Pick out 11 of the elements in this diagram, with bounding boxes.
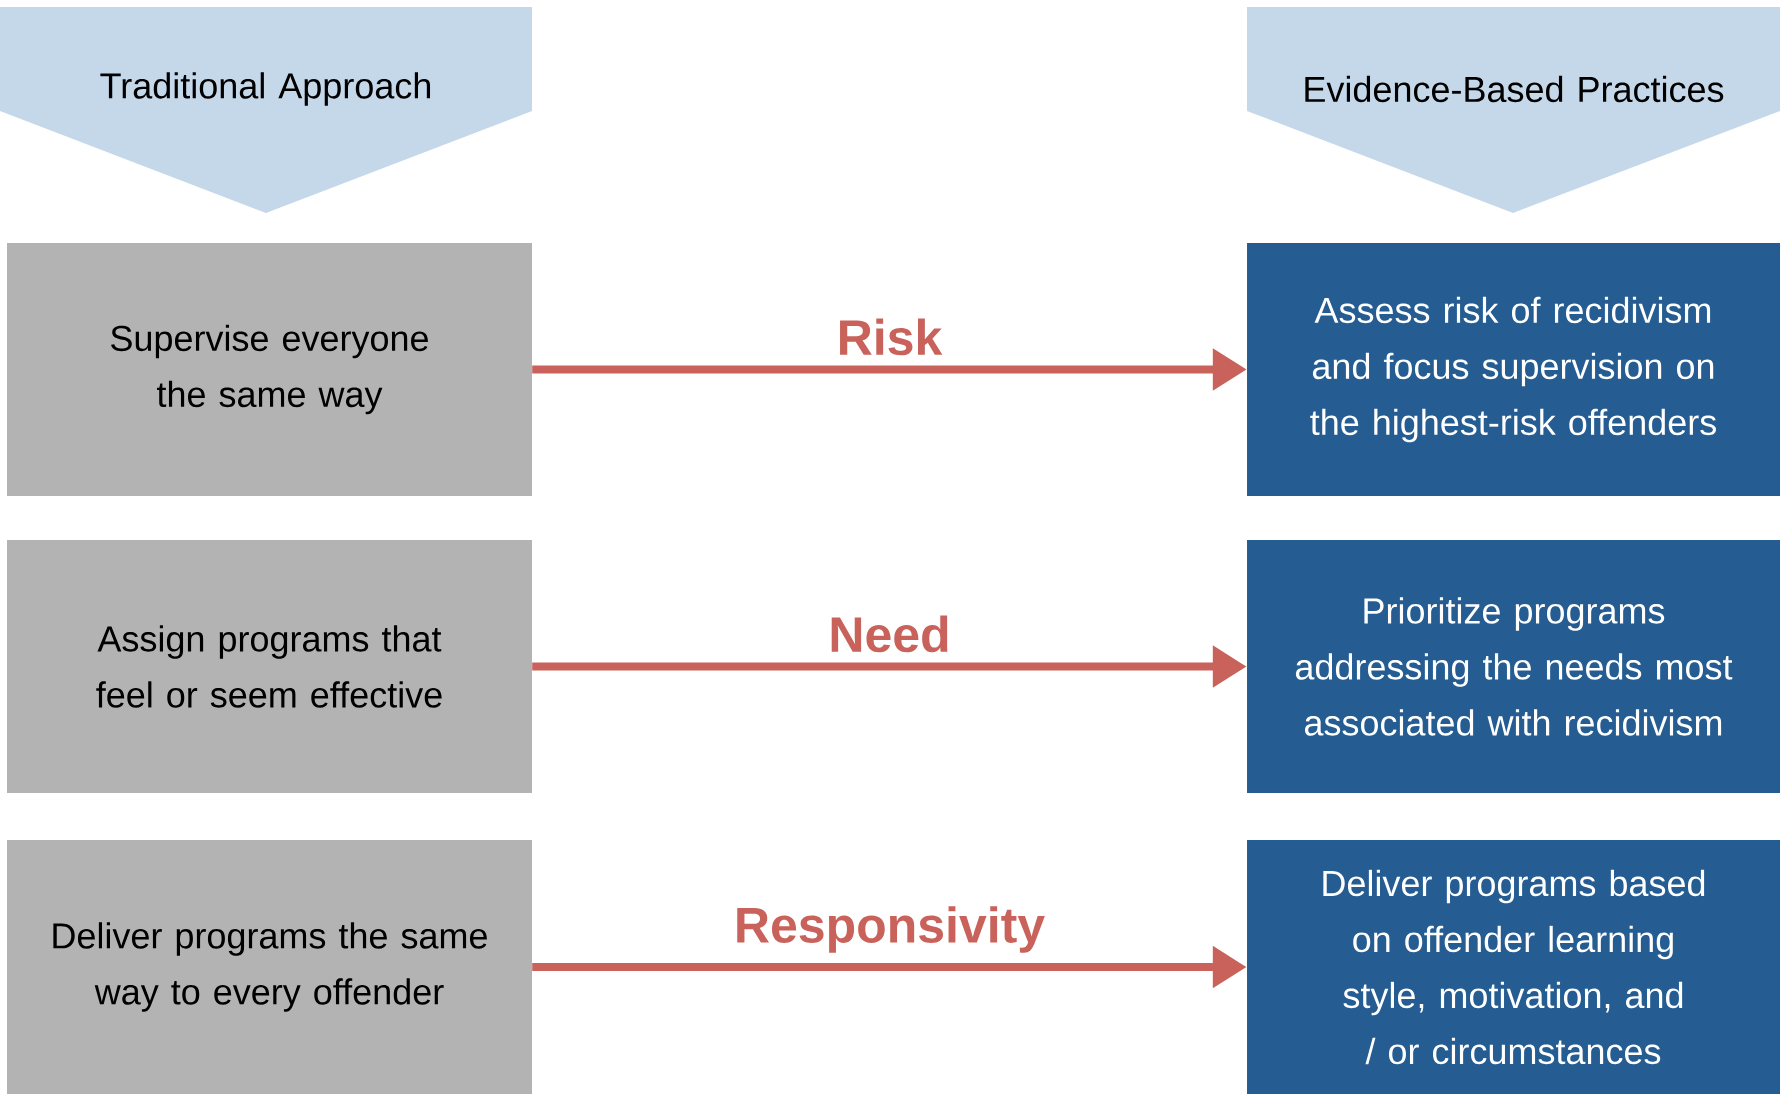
edge-label: Need [831, 615, 948, 653]
edge-label: Risk [840, 318, 943, 356]
header-chevron: Traditional Approach [0, 7, 532, 213]
edge-label: Responsivity [737, 906, 1045, 953]
header-chevron: Evidence-Based Practices [1247, 7, 1780, 213]
practice-box: Deliver programs based on offender learning style, motivation, and / or circumstances [1247, 840, 1780, 1094]
approach-box: Deliver programs the same way to every offender [7, 840, 532, 1094]
approach-box: Assign programs that feel or seem effective [7, 540, 532, 793]
practice-box: Assess risk of recidivism and focus supervision on the highest-risk offenders [1247, 243, 1780, 496]
practice-box: Prioritize programs addressing the needs most associated with recidivism [1247, 540, 1780, 793]
approach-box: Supervise everyone the same way [7, 243, 532, 496]
